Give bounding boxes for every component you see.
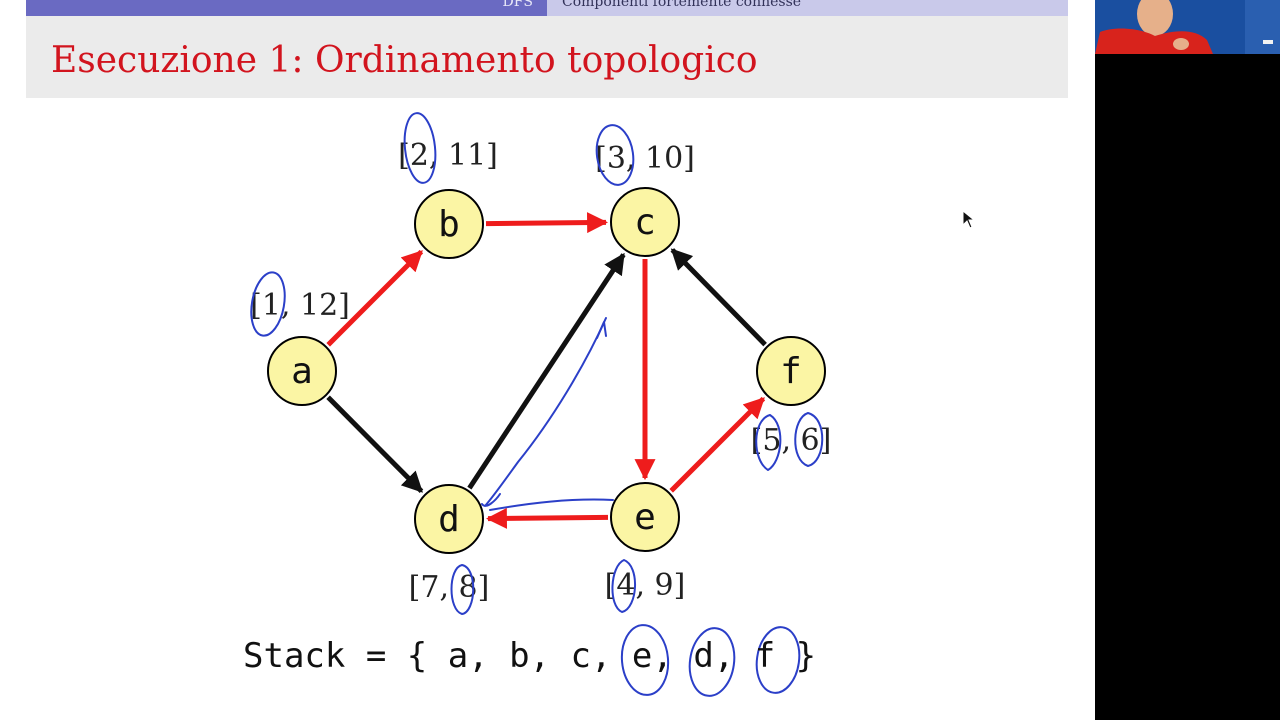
edge-e-f	[669, 396, 766, 493]
header-section-cell: DFS	[26, 0, 547, 16]
interval-f: [5, 6]	[751, 423, 832, 458]
node-a-circle	[267, 336, 337, 406]
ink-circle-a-start	[250, 271, 286, 337]
nodes-layer: a b c d e f	[267, 187, 826, 554]
edges-layer	[326, 212, 767, 529]
edge-e-d	[485, 507, 609, 529]
node-c-label: c	[634, 202, 656, 243]
webcam-feed	[1095, 0, 1280, 54]
title-bar: Esecuzione 1: Ordinamento topologico	[26, 16, 1068, 98]
ink-circle-c-start	[595, 124, 635, 186]
node-d: d	[414, 484, 484, 554]
slide: DFS Componenti fortemente connesse Esecu…	[0, 0, 1095, 720]
interval-b: [2, 11]	[398, 138, 498, 173]
ink-back-edge-stroke	[481, 317, 607, 507]
presenter-video-icon	[1095, 0, 1280, 54]
node-a-label: a	[291, 351, 313, 392]
interval-e: [4, 9]	[605, 568, 686, 603]
interval-d: [7, 8]	[409, 570, 490, 605]
edge-a-d	[326, 395, 424, 494]
node-e-label: e	[634, 497, 656, 538]
node-b-circle	[414, 189, 484, 259]
node-b: b	[414, 189, 484, 259]
graph-diagram: a b c d e f [1, 12]	[250, 112, 831, 697]
ink-circle-f-end	[794, 412, 824, 467]
subsection-label: Componenti fortemente connesse	[562, 0, 802, 10]
interval-c: [3, 10]	[595, 141, 695, 176]
ink-circle-f-start	[755, 414, 782, 471]
ink-circle-stack-e	[620, 624, 670, 696]
edge-b-c	[485, 212, 609, 234]
ink-circle-stack-f	[755, 626, 801, 694]
interval-a: [1, 12]	[250, 288, 350, 323]
intervals-layer: [1, 12] [2, 11] [3, 10] [7, 8] [4, 9] [5…	[250, 138, 831, 605]
section-label: DFS	[502, 0, 533, 10]
slide-title: Esecuzione 1: Ordinamento topologico	[51, 40, 758, 81]
ink-arrow-tip	[596, 321, 607, 339]
stack-text: Stack = { a, b, c, e, d, f }	[243, 636, 817, 676]
ink-circle-e-start	[611, 559, 637, 613]
ink-edge-e-d	[489, 498, 614, 511]
node-f: f	[756, 336, 826, 406]
node-f-circle	[756, 336, 826, 406]
handwritten-annotations	[250, 112, 824, 697]
ink-circle-b-start	[403, 112, 437, 184]
node-e-circle	[610, 482, 680, 552]
node-d-circle	[414, 484, 484, 554]
edge-f-c	[670, 248, 767, 347]
node-c: c	[610, 187, 680, 257]
header-bar: DFS Componenti fortemente connesse	[26, 0, 1068, 16]
ink-circle-stack-d	[688, 627, 736, 697]
mouse-cursor-icon	[962, 210, 976, 229]
node-a: a	[267, 336, 337, 406]
node-f-label: f	[780, 351, 802, 392]
edge-a-b	[326, 249, 424, 347]
node-c-circle	[610, 187, 680, 257]
node-e: e	[610, 482, 680, 552]
node-b-label: b	[438, 204, 460, 245]
node-d-label: d	[438, 499, 460, 540]
edge-d-c	[467, 252, 626, 490]
ink-circle-d-end	[450, 564, 475, 615]
